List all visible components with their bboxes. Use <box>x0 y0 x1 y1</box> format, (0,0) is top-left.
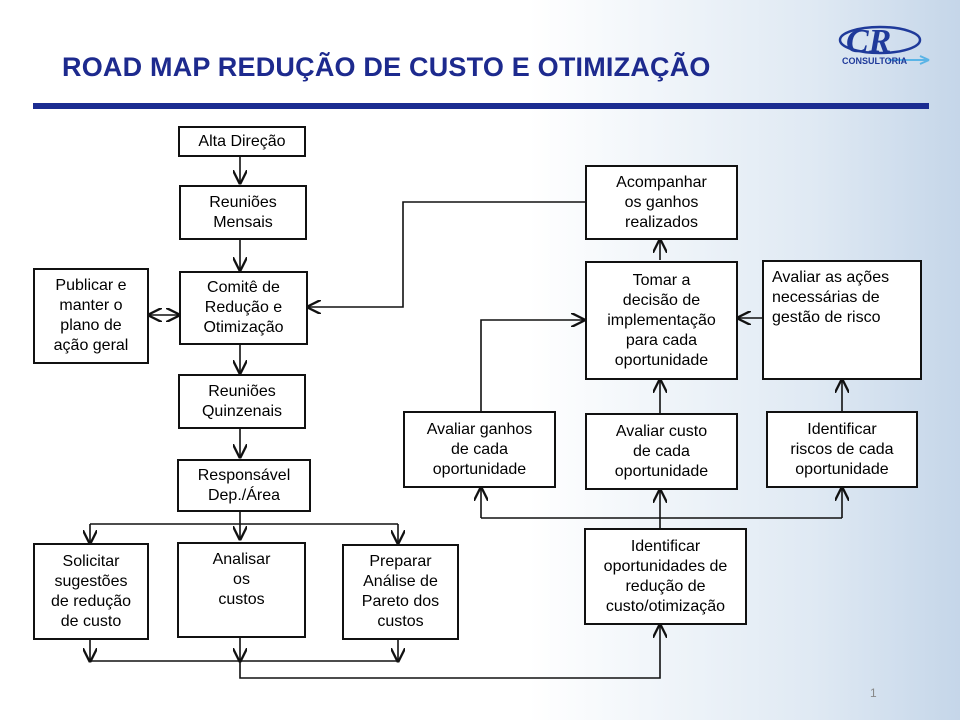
box-avaliar-custo: Avaliar custo de cada oportunidade <box>585 413 738 490</box>
box-publicar-plano: Publicar e manter o plano de ação geral <box>33 268 149 364</box>
box-responsavel: Responsável Dep./Área <box>177 459 311 512</box>
arrow-acompanhar-to-comite <box>308 201 585 307</box>
logo-subtitle: CONSULTORIA <box>842 56 908 66</box>
box-identificar-oportunidades: Identificar oportunidades de redução de … <box>584 528 747 625</box>
box-reunioes-quinzenais: Reuniões Quinzenais <box>178 374 306 429</box>
cr-consultoria-logo: CR CONSULTORIA <box>838 23 930 66</box>
box-alta-direcao: Alta Direção <box>178 126 306 157</box>
line-merge-to-identificar <box>239 625 660 679</box>
box-acompanhar-ganhos: Acompanhar os ganhos realizados <box>585 165 738 240</box>
logo-letters: CR <box>846 23 891 60</box>
box-preparar-pareto: Preparar Análise de Pareto dos custos <box>342 544 459 640</box>
slide-title: ROAD MAP REDUÇÃO DE CUSTO E OTIMIZAÇÃO <box>62 52 711 82</box>
page-number: 1 <box>870 686 877 700</box>
box-reunioes-mensais: Reuniões Mensais <box>179 185 307 240</box>
title-underline-bar <box>33 103 929 109</box>
arrow-ganhos-to-tomar <box>480 320 584 411</box>
box-analisar-custos: Analisar os custos <box>177 542 306 638</box>
box-comite: Comitê de Redução e Otimização <box>179 271 308 345</box>
box-tomar-decisao: Tomar a decisão de implementação para ca… <box>585 261 738 380</box>
box-avaliar-acoes-risco: Avaliar as ações necessárias de gestão d… <box>762 260 922 380</box>
box-avaliar-ganhos: Avaliar ganhos de cada oportunidade <box>403 411 556 488</box>
box-identificar-riscos: Identificar riscos de cada oportunidade <box>766 411 918 488</box>
box-solicitar-sugestoes: Solicitar sugestões de redução de custo <box>33 543 149 640</box>
